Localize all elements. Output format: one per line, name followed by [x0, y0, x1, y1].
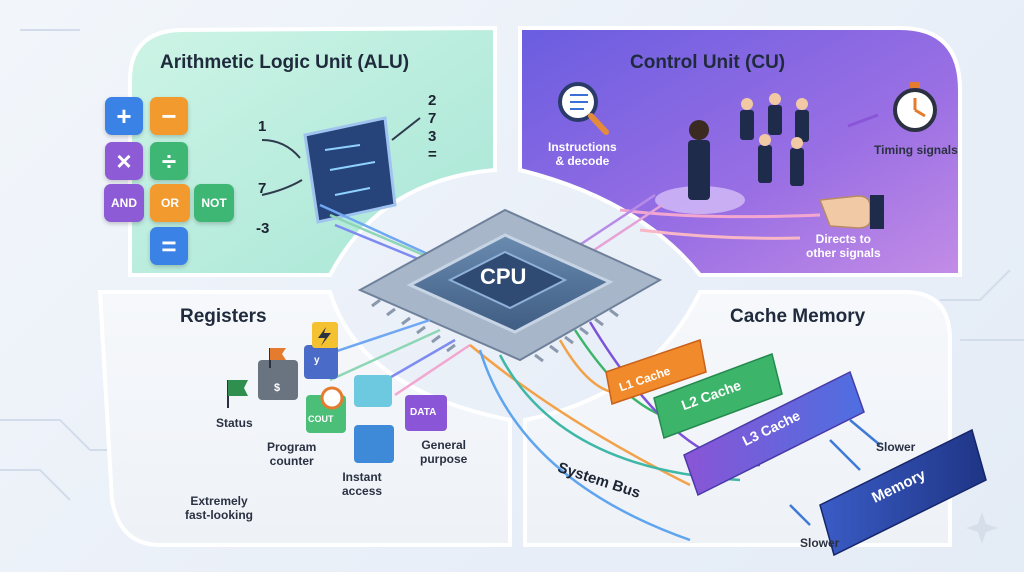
alu-title: Arithmetic Logic Unit (ALU)	[160, 52, 410, 73]
register-count-label: COUT	[308, 414, 334, 424]
directs-label: Directs to other signals	[806, 232, 881, 260]
equals-operator: =	[150, 227, 188, 265]
alu-chip-icon	[303, 116, 397, 224]
l3-cache-block	[683, 370, 865, 497]
instant-access-label: Instant access	[342, 470, 383, 498]
pointing-hand-icon	[818, 195, 884, 229]
alu-input-top: 1	[258, 118, 267, 135]
magnifier-document-icon	[558, 82, 609, 135]
cu-to-cpu-lines	[574, 193, 663, 260]
alu-output-2: 7	[428, 110, 437, 127]
conductor-orchestra-icon	[655, 93, 809, 214]
plus-operator: +	[105, 97, 143, 135]
alu-output-4: =	[428, 146, 437, 163]
times-operator: ×	[105, 142, 143, 180]
timing-label: Timing signals	[874, 143, 958, 157]
sparkle-icon	[966, 512, 998, 544]
status-label: Status	[216, 416, 253, 430]
registers-panel	[97, 290, 512, 547]
alu-output-1: 2	[428, 92, 437, 109]
register-data-label: DATA	[410, 407, 437, 418]
cache-title: Cache Memory	[730, 306, 866, 327]
l1-cache-block	[605, 339, 707, 405]
and-operator: AND	[104, 184, 144, 222]
slower-bottom-label: Slower	[800, 536, 840, 550]
divide-operator: ÷	[150, 142, 188, 180]
stopwatch-icon	[893, 82, 937, 132]
flag-icon	[227, 380, 248, 408]
cu-arrows	[619, 208, 821, 240]
program-counter-label: Program counter	[267, 440, 317, 468]
register-boxes	[258, 345, 447, 463]
l2-cache-block	[653, 353, 783, 439]
registers-title: Registers	[180, 306, 267, 327]
cu-title: Control Unit (CU)	[630, 52, 786, 73]
slower-arrows	[789, 419, 881, 526]
memory-block	[819, 428, 987, 557]
register-y-label: y	[314, 355, 320, 366]
instructions-label: Instructions & decode	[548, 140, 617, 168]
lightning-icon	[312, 322, 338, 348]
minus-operator: −	[150, 97, 188, 135]
not-operator: NOT	[194, 184, 234, 222]
register-dollar-label: $	[274, 382, 281, 394]
stopwatch-small-icon	[320, 386, 344, 410]
slower-top-label: Slower	[876, 440, 916, 454]
cpu-label: CPU	[480, 264, 527, 289]
cpu-chip	[357, 208, 663, 363]
flag-icon-orange	[269, 348, 286, 368]
alu-io-arrows	[261, 117, 421, 196]
general-purpose-label: General purpose	[420, 438, 468, 466]
timing-arrow	[847, 113, 879, 128]
cache-panel	[523, 290, 952, 547]
alu-input-bottom-a: 7	[258, 180, 267, 197]
alu-input-bottom-b: -3	[256, 220, 270, 237]
alu-output-3: 3	[428, 128, 437, 145]
fast-looking-label: Extremely fast-looking	[185, 494, 253, 522]
or-operator: OR	[150, 184, 190, 222]
